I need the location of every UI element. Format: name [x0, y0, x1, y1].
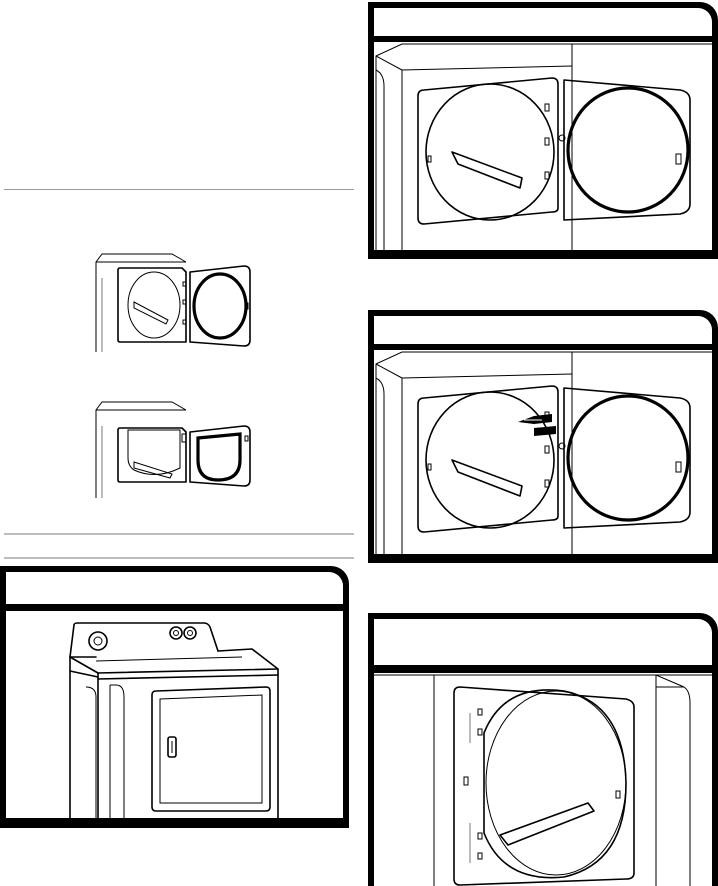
step-caption-area [374, 316, 712, 344]
section-divider [4, 189, 354, 190]
figure-door-open-small [94, 248, 259, 353]
step-panel-remove-hinge [368, 310, 718, 563]
step-illustration [374, 673, 712, 886]
step-illustration [374, 42, 712, 250]
step-panel-door-open [368, 2, 718, 259]
dryer-front-icon [69, 622, 279, 818]
remove-hinge-screws-icon [375, 351, 712, 554]
dryer-opening-icon [374, 674, 712, 886]
dryer-door-reversed-icon [95, 401, 251, 498]
arrow-left-icon [518, 414, 556, 436]
dryer-door-open-icon [375, 43, 712, 250]
step-caption-area [374, 619, 712, 665]
step-caption-area [6, 572, 343, 604]
step-panel-dryer-front [0, 566, 349, 828]
step-illustration [374, 350, 712, 554]
dryer-door-open-icon [95, 253, 251, 352]
step-illustration [6, 611, 343, 818]
section-divider [4, 557, 354, 559]
figure-door-reversed-small [94, 398, 259, 500]
step-panel-door-removed [368, 613, 718, 886]
section-divider [4, 533, 354, 535]
step-caption-area [374, 8, 712, 36]
